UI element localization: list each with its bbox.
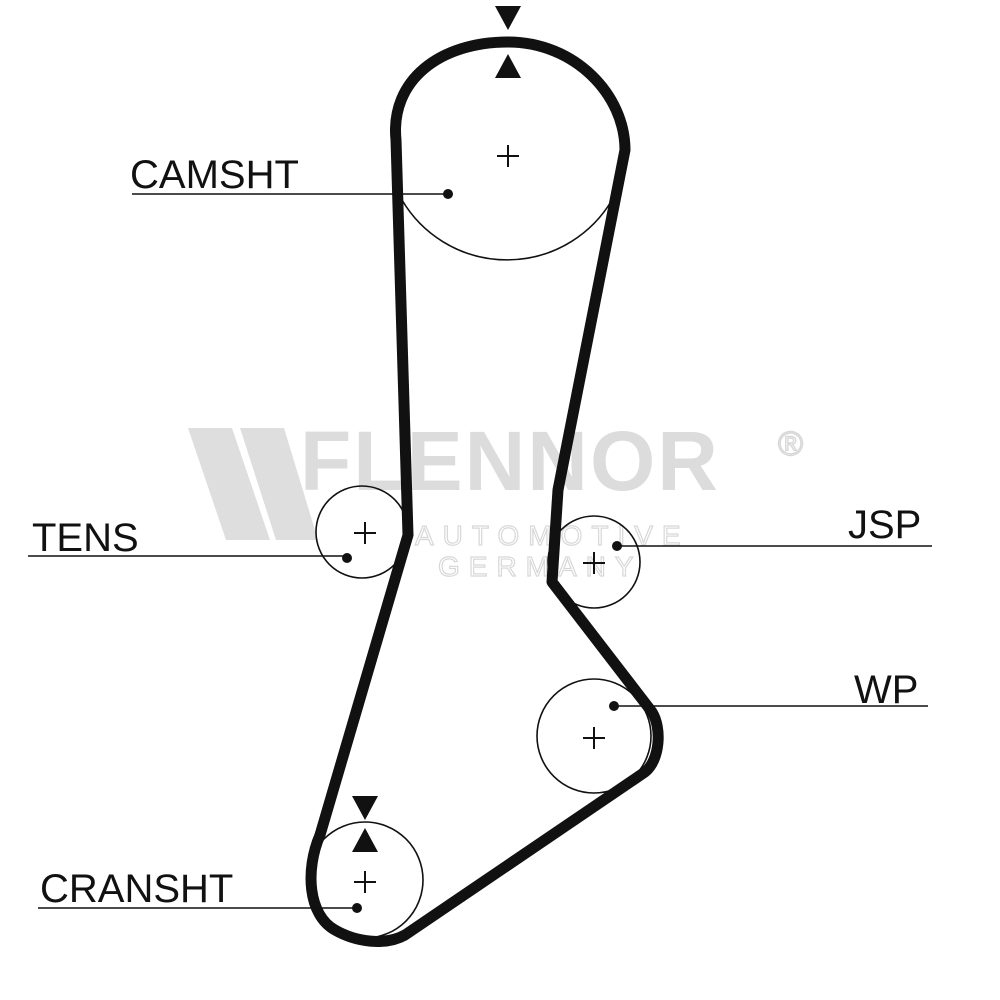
camshaft-timing-mark-bottom-icon (495, 54, 521, 78)
leader-lines (28, 193, 932, 909)
camshaft-dot (443, 189, 453, 199)
camshaft-label: CAMSHT (130, 153, 299, 197)
pulley-centres (354, 145, 605, 893)
water-pump-centre-icon (583, 727, 605, 749)
crankshaft-centre-icon (354, 871, 376, 893)
watermark-line2: GERMANY (438, 551, 643, 582)
timing-marks (352, 6, 521, 852)
jsp-dot (612, 541, 622, 551)
water-pump-pulley (536, 678, 652, 794)
watermark-logo-icon (188, 428, 318, 540)
watermark-brand: FLENNOR (300, 414, 720, 508)
camshaft-pulley (401, 199, 613, 261)
crankshaft-label: CRANSHT (40, 867, 233, 911)
crankshaft-timing-mark-top-icon (352, 796, 378, 820)
tensioner-label: TENS (32, 516, 139, 560)
timing-belt (305, 36, 664, 947)
watermark: FLENNOR ® AUTOMOTIVE GERMANY (188, 414, 804, 583)
leader-dots (342, 189, 622, 913)
tensioner-dot (342, 553, 352, 563)
tensioner-centre-icon (354, 522, 376, 544)
jsp-label: JSP (848, 503, 921, 547)
camshaft-timing-mark-top-icon (495, 6, 521, 30)
water-pump-dot (609, 701, 619, 711)
camshaft-centre-icon (497, 145, 519, 167)
jsp-centre-icon (583, 552, 605, 574)
water-pump-label: WP (854, 668, 918, 712)
crankshaft-dot (352, 903, 362, 913)
crankshaft-timing-mark-bottom-icon (352, 828, 378, 852)
watermark-registered: ® (778, 425, 803, 463)
